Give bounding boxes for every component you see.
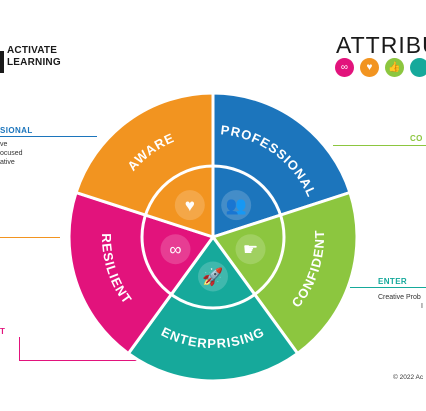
chain-link-icon: ∞ [169, 240, 181, 259]
enterprising-side-text: Creative Prob I [378, 293, 423, 311]
logo-bar [0, 51, 4, 73]
icon-badge-professional [221, 190, 252, 221]
icon-badge-confident [235, 234, 266, 265]
icon-badge-resilient [160, 234, 191, 265]
enterprising-line-1: Creative Prob [378, 294, 421, 301]
resilient-leader-vertical [19, 337, 20, 360]
enterprising-side-title: ENTER [378, 277, 408, 286]
attributes-logo: ATTRIBU [336, 32, 426, 58]
pointing-hand-icon: ☛ [243, 240, 258, 259]
segment-resilient [67, 190, 216, 356]
link-icon: ∞ [335, 58, 354, 77]
activate-learning-logo: ACTIVATE LEARNING [0, 45, 80, 77]
segment-aware [74, 91, 215, 240]
enterprising-leader-line [350, 287, 426, 288]
copyright: © 2022 Ac [393, 374, 424, 381]
professional-line-1: ve [0, 141, 8, 148]
icon-badge-aware [174, 190, 205, 221]
logo-line-1: ACTIVATE [7, 45, 58, 56]
professional-side-title: SIONAL [0, 126, 33, 135]
confident-side-title: CO [410, 134, 423, 143]
aware-leader-line [0, 237, 60, 238]
people-icon: 👥 [226, 196, 247, 215]
heart-icon: ♥ [360, 58, 379, 77]
segment-confident [210, 190, 359, 356]
rocket-icon: 🚀 [202, 266, 223, 286]
logo-line-2: LEARNING [7, 57, 61, 68]
enterprising-line-2: I [421, 303, 423, 310]
professional-side-text: ve ocused ative [0, 140, 23, 167]
heart-eye-icon: ♥ [185, 196, 195, 215]
resilient-leader-horizontal [19, 360, 195, 361]
professional-line-2: ocused [0, 150, 23, 157]
segment-professional [211, 91, 352, 240]
professional-leader-line [0, 136, 97, 137]
inner-ring [140, 164, 286, 310]
professional-line-3: ative [0, 159, 15, 166]
confident-leader-line [333, 145, 426, 146]
icon-badge-enterprising [198, 261, 228, 292]
resilient-side-title: T [0, 327, 6, 336]
partial-icon [410, 58, 426, 77]
thumbs-up-icon: 👍 [385, 58, 404, 77]
